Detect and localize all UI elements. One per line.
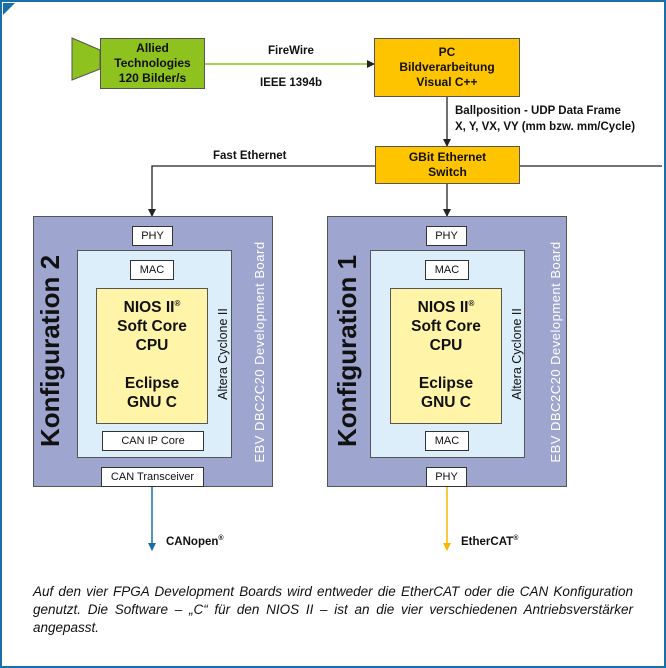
ethercat-text: EtherCAT bbox=[461, 535, 514, 548]
config1-cpu-line-2: Soft Core bbox=[411, 318, 481, 336]
config2-cpu-line-1: NIOS II bbox=[123, 299, 175, 317]
camera-box: Allied Technologies 120 Bilder/s bbox=[100, 38, 205, 89]
config1-cpu-line-3: CPU bbox=[429, 337, 463, 355]
canopen-reg: ® bbox=[218, 535, 224, 542]
firewire-sublabel: IEEE 1394b bbox=[260, 77, 323, 89]
config1-mac-top: MAC bbox=[425, 260, 469, 280]
switch-label: GBit Ethernet Switch bbox=[408, 150, 487, 179]
camera-lens-shape bbox=[71, 37, 101, 81]
config1-phy-bottom: PHY bbox=[426, 467, 467, 487]
config2-cpu-line-6: GNU C bbox=[127, 394, 177, 412]
pc-box: PC Bildverarbeitung Visual C++ bbox=[374, 38, 520, 97]
ethercat-label: EtherCAT® bbox=[461, 535, 518, 548]
config2-fpga-label: Altera Cyclone II bbox=[216, 308, 230, 400]
config2-cpu-line-5: Eclipse bbox=[124, 375, 180, 393]
config2-can-transceiver: CAN Transceiver bbox=[101, 467, 204, 487]
canopen-label: CANopen® bbox=[166, 535, 224, 548]
corner-mark bbox=[3, 3, 15, 15]
config1-board-label: EBV DBC2C20 Development Board bbox=[548, 241, 563, 463]
config2-mac: MAC bbox=[130, 260, 174, 280]
figure-caption: Auf den vier FPGA Development Boards wir… bbox=[33, 584, 633, 635]
config1-phy-top: PHY bbox=[426, 226, 467, 246]
config1-cpu-line-1: NIOS II bbox=[417, 299, 469, 317]
config2-phy: PHY bbox=[132, 226, 173, 246]
firewire-label: FireWire bbox=[268, 45, 314, 57]
canopen-text: CANopen bbox=[166, 535, 219, 548]
config1-title: Konfiguration 1 bbox=[332, 254, 362, 447]
config2-cpu-line-2: Soft Core bbox=[117, 318, 187, 336]
config1-cpu-reg: ® bbox=[468, 299, 475, 308]
config1-mac-bottom: MAC bbox=[425, 431, 469, 451]
config2-can-ip-core: CAN IP Core bbox=[102, 431, 204, 451]
config1-cpu: NIOS II® Soft Core CPU Eclipse GNU C bbox=[390, 288, 502, 424]
config2-cpu-reg: ® bbox=[174, 299, 181, 308]
config1-cpu-line-6: GNU C bbox=[421, 394, 471, 412]
config2-board-label: EBV DBC2C20 Development Board bbox=[252, 241, 267, 463]
udp-label: Ballposition - UDP Data Frame X, Y, VX, … bbox=[455, 105, 636, 133]
fast-ethernet-line bbox=[148, 165, 375, 217]
fast-ethernet-label: Fast Ethernet bbox=[213, 150, 287, 162]
config2-cpu-line-3: CPU bbox=[135, 337, 169, 355]
ethercat-reg: ® bbox=[513, 535, 519, 542]
switch-box: GBit Ethernet Switch bbox=[375, 146, 520, 184]
camera-label: Allied Technologies 120 Bilder/s bbox=[114, 41, 191, 85]
config2-cpu: NIOS II® Soft Core CPU Eclipse GNU C bbox=[96, 288, 208, 424]
config1-fpga-label: Altera Cyclone II bbox=[510, 308, 524, 400]
config2-title: Konfiguration 2 bbox=[35, 254, 65, 447]
config1-cpu-line-5: Eclipse bbox=[418, 375, 474, 393]
pc-label: PC Bildverarbeitung Visual C++ bbox=[399, 45, 495, 89]
